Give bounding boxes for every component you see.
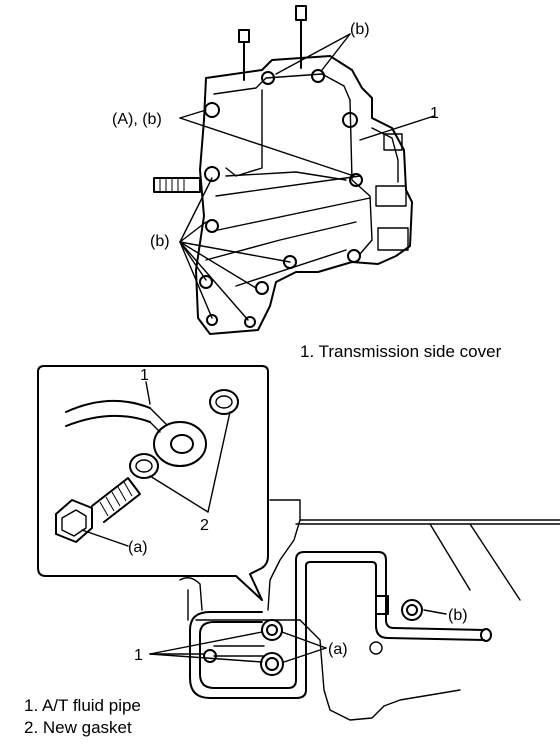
callout-item-1-top: 1 — [430, 105, 439, 122]
fluid-pipe-installed-drawing — [149, 499, 560, 721]
callout-item-2-inset: 2 — [200, 517, 209, 534]
transmission-side-cover-drawing — [153, 5, 435, 335]
callout-a-right: (a) — [328, 641, 348, 658]
callout-item-1-bottom: 1 — [134, 647, 143, 664]
callout-a-inset: (a) — [128, 539, 148, 556]
inset-detail-drawing — [37, 365, 269, 601]
caption-transmission-side-cover: 1. Transmission side cover — [300, 342, 502, 361]
callout-b-right: (b) — [448, 607, 468, 624]
legend-item-2: 2. New gasket — [24, 718, 132, 737]
callout-a-b-left: (A), (b) — [112, 111, 162, 128]
callout-item-1-inset: 1 — [140, 367, 149, 384]
callout-b-left: (b) — [150, 233, 170, 250]
callout-b-top: (b) — [350, 21, 370, 38]
legend-item-1: 1. A/T fluid pipe — [24, 696, 141, 715]
